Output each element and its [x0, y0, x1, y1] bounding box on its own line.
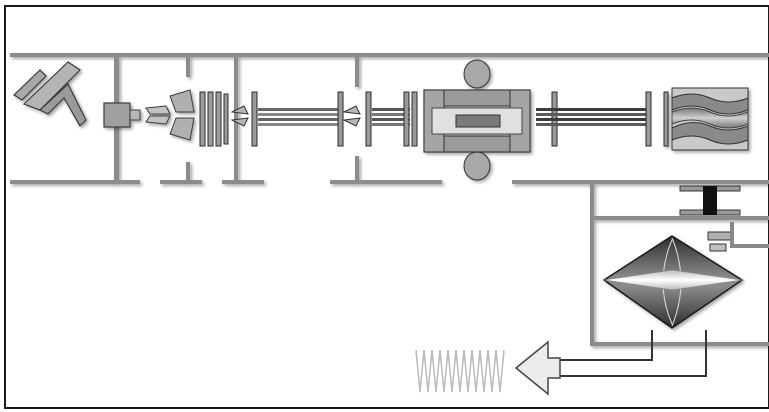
signal-output-arrow	[514, 340, 561, 396]
ion-funnel	[230, 105, 249, 127]
outer-frame	[4, 5, 769, 409]
transient-waveform	[415, 349, 505, 393]
signal-wires	[552, 330, 707, 377]
pusher	[679, 185, 769, 252]
orbitrap-analyzer	[602, 235, 744, 329]
ion-guide	[251, 91, 344, 147]
quadrupole	[536, 91, 652, 147]
ion-lens-stack-2	[365, 91, 418, 147]
ion-lens-stack-1	[199, 91, 229, 147]
ion-funnel-2	[342, 105, 361, 127]
bent-ion-optics	[663, 87, 749, 151]
ion-source	[103, 102, 141, 128]
skimmer-cones	[145, 89, 195, 141]
collision-cell	[423, 59, 531, 181]
sample-inlet	[13, 61, 87, 127]
